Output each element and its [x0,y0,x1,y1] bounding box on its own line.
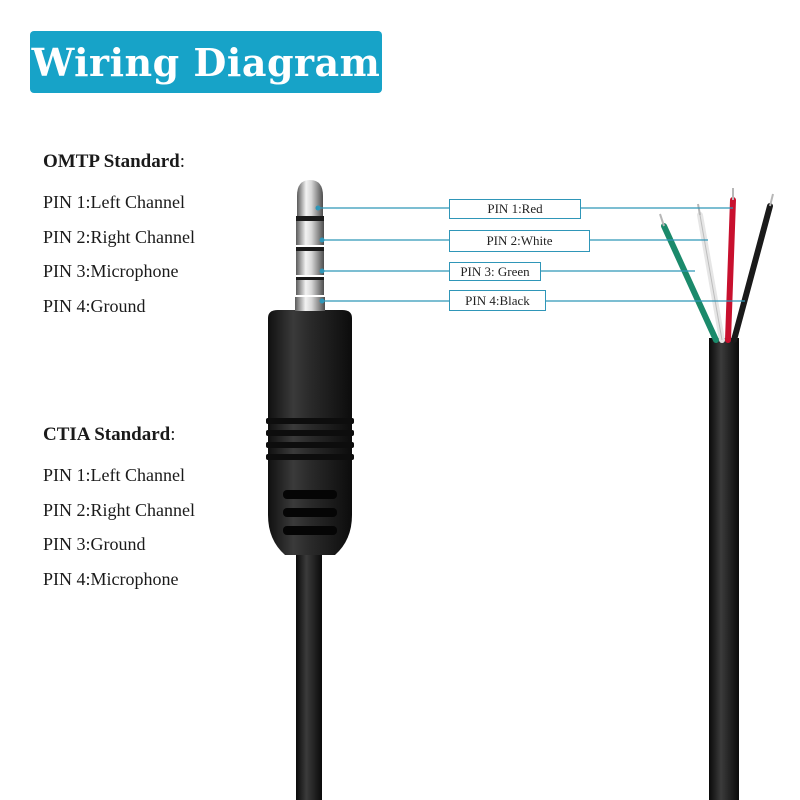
ctia-standard-section: CTIA Standard: PIN 1:Left Channel PIN 2:… [43,420,195,596]
ctia-pin-3: PIN 3:Ground [43,534,146,554]
wire-label-pin-1: PIN 1:Red [449,199,581,219]
wire-label-pin-4: PIN 4:Black [449,290,546,311]
ctia-pin-list: PIN 1:Left Channel PIN 2:Right Channel P… [43,458,195,596]
ctia-heading-text: CTIA Standard [43,424,171,445]
wire-label-pin-3: PIN 3: Green [449,262,541,281]
ctia-pin-2: PIN 2:Right Channel [43,499,195,520]
jack-vent-slots [283,490,337,535]
wire-bundle-cable [709,338,739,800]
omtp-pin-4: PIN 4:Ground [43,295,146,316]
omtp-standard-section: OMTP Standard: PIN 1:Left Channel PIN 2:… [43,147,195,323]
title-banner: Wiring Diagram [30,31,382,93]
omtp-heading: OMTP Standard: [43,147,195,177]
omtp-heading-text: OMTP Standard [43,151,180,172]
ctia-heading: CTIA Standard: [43,420,195,450]
ctia-pin-1: PIN 1:Left Channel [43,465,185,485]
leader-lines [318,207,745,302]
omtp-pin-1: PIN 1:Left Channel [43,192,185,212]
jack-plug-metal [295,180,325,311]
omtp-heading-colon: : [179,151,186,172]
omtp-pin-3: PIN 3:Microphone [43,261,179,281]
omtp-pin-list: PIN 1:Left Channel PIN 2:Right Channel P… [43,185,195,323]
leader-dots [315,205,325,304]
ctia-heading-colon: : [170,424,176,445]
wire-label-pin-2: PIN 2:White [449,230,590,252]
diagram-title: Wiring Diagram [31,39,381,85]
jack-grip-rings [266,418,354,460]
wire-bundle [659,188,774,343]
omtp-pin-2: PIN 2:Right Channel [43,226,195,247]
jack-cable [296,555,322,800]
ctia-pin-4: PIN 4:Microphone [43,568,179,589]
